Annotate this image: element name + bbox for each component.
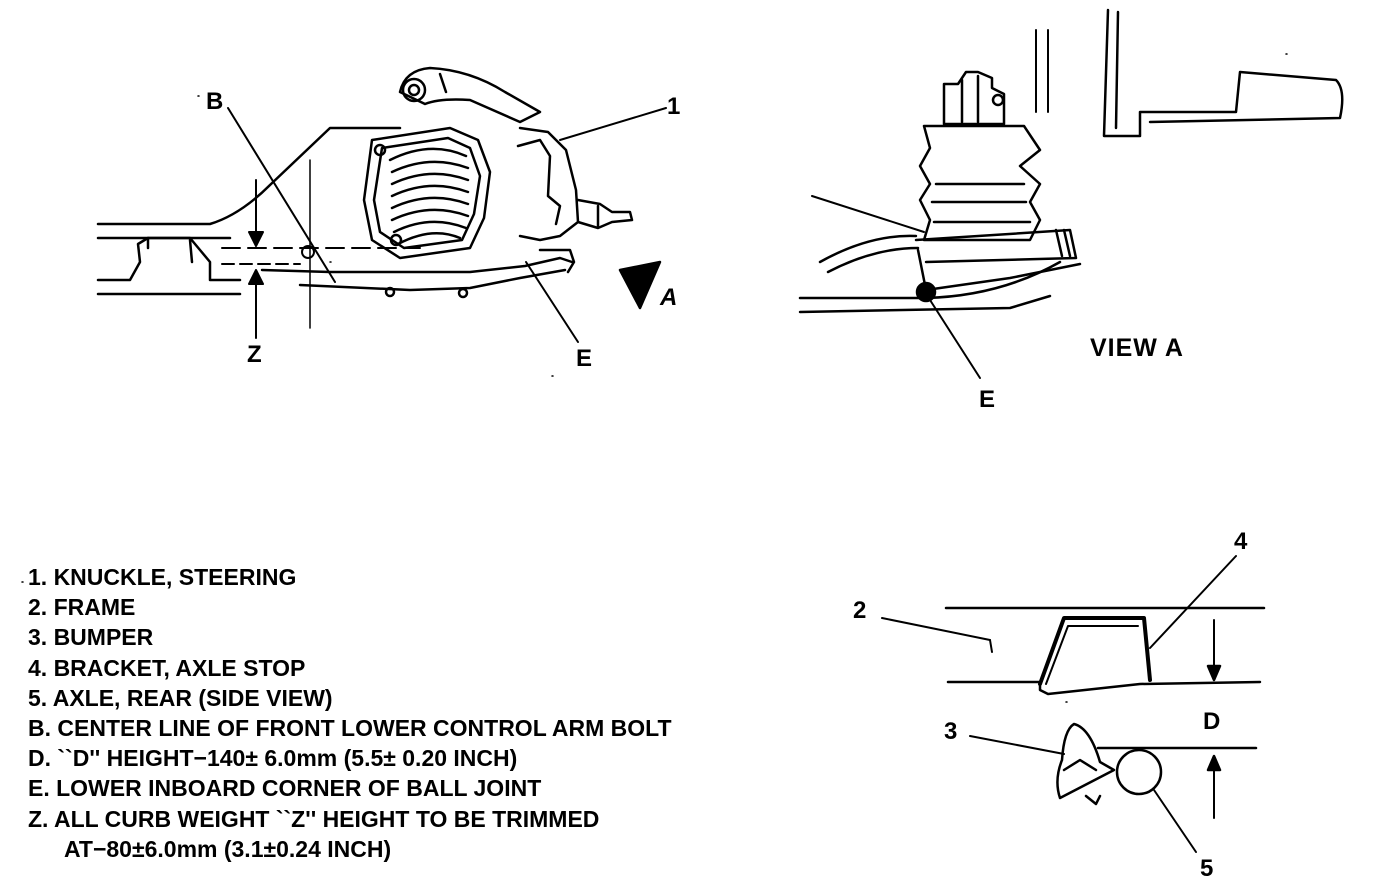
view-a-callout-e: E (979, 386, 996, 413)
axle-leader-line (1153, 789, 1197, 853)
bracket-leader-line (1149, 555, 1237, 649)
coil-spring (362, 126, 492, 260)
callout-4: 4 (1234, 528, 1248, 555)
legend-item: Z. ALL CURB WEIGHT ``Z'' HEIGHT TO BE TR… (28, 805, 600, 832)
legend-item: E. LOWER INBOARD CORNER OF BALL JOINT (28, 775, 542, 802)
legend-item: 4. BRACKET, AXLE STOP (28, 654, 306, 681)
legend-list: 1. KNUCKLE, STEERING 2. FRAME 3. BUMPER … (28, 562, 672, 864)
ball-joint-corner-marker (915, 281, 937, 303)
callout-a: A (660, 284, 678, 311)
legend-item: B. CENTER LINE OF FRONT LOWER CONTROL AR… (28, 715, 672, 742)
frame-leader-line (881, 617, 991, 641)
legend-item: 5. AXLE, REAR (SIDE VIEW) (28, 684, 333, 711)
callout-5: 5 (1200, 855, 1214, 882)
bumper (1056, 722, 1116, 800)
knuckle-leader-line (559, 107, 667, 141)
legend-item: 1. KNUCKLE, STEERING (28, 564, 297, 590)
frame-bottom-line (946, 680, 1262, 696)
view-a-title: VIEW A (1090, 334, 1184, 362)
callout-d: D (1203, 708, 1221, 735)
callout-1: 1 (667, 93, 681, 120)
steering-knuckle (398, 66, 634, 242)
view-a-e-leader-line (929, 299, 981, 379)
view-a-detail (798, 8, 1344, 379)
reference-lines (221, 107, 421, 339)
frame-crossmember (96, 126, 402, 296)
d-height-detail (881, 555, 1266, 853)
legend-item: 3. BUMPER (28, 624, 154, 651)
b-leader-line (227, 107, 336, 283)
axle-stop-bracket (1038, 616, 1152, 686)
legend-item: D. ``D'' HEIGHT−140± 6.0mm (5.5± 0.20 IN… (28, 745, 518, 772)
scan-specks (21, 53, 1288, 703)
callout-z: Z (247, 341, 262, 368)
legend-item-continuation: AT−80±6.0mm (3.1±0.24 INCH) (64, 835, 392, 862)
b-centerline-marker (301, 245, 315, 259)
bumper-leader-line (969, 735, 1065, 755)
callout-e: E (576, 345, 593, 372)
callout-b: B (206, 88, 224, 115)
callout-3: 3 (944, 718, 958, 745)
callout-2: 2 (853, 597, 867, 624)
front-suspension-view (96, 66, 667, 343)
e-leader-line (525, 261, 579, 343)
legend-item: 2. FRAME (28, 594, 136, 621)
view-a-arrow-icon (618, 260, 662, 310)
rear-axle (1115, 748, 1163, 796)
